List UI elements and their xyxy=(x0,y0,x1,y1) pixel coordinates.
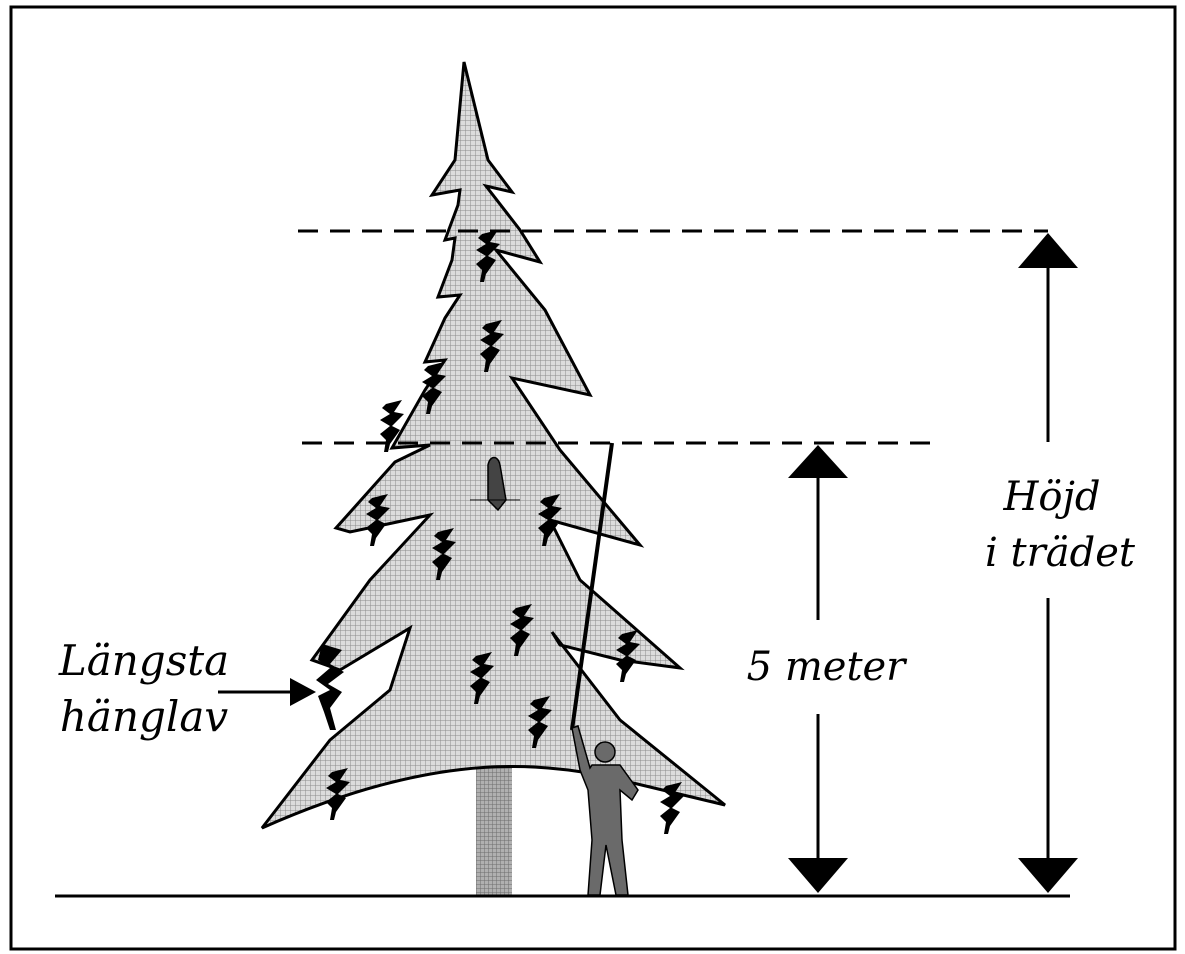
tree-height-label-line1: Höjd xyxy=(1003,474,1101,520)
person-with-pole-icon xyxy=(571,725,639,896)
bird-icon xyxy=(470,456,520,512)
longest-lichen-label-line1: Längsta xyxy=(58,636,229,685)
tree-height-arrow xyxy=(1018,233,1078,893)
longest-lichen-label-line2: hänglav xyxy=(60,692,228,741)
five-meter-arrow xyxy=(788,445,848,893)
tree-height-label-line2: i trädet xyxy=(985,530,1136,576)
measuring-pole xyxy=(570,442,614,731)
longest-lichen-pointer xyxy=(218,678,316,706)
spruce-tree-icon xyxy=(260,61,726,830)
five-meter-label: 5 meter xyxy=(747,644,909,690)
tree-trunk xyxy=(476,760,512,896)
hanging-lichen-icon xyxy=(316,230,684,834)
